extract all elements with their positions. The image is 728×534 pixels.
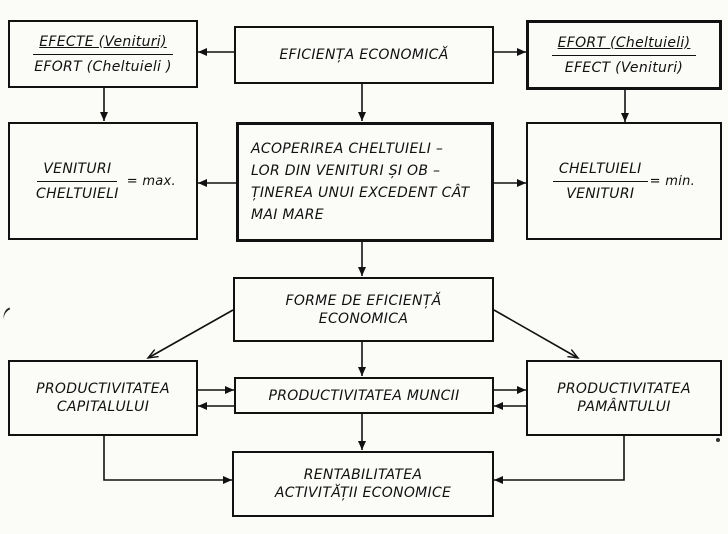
- efficiency-forms-line-2: ECONOMICA: [318, 310, 409, 327]
- arrow-forms-to-capital: [148, 309, 234, 358]
- cost-coverage-box: ACOPERIREA CHELTUIELI – LOR DIN VENITURI…: [236, 122, 494, 242]
- cost-revenue-fraction: CHELTUIELI VENITURI = min.: [552, 161, 696, 202]
- economic-efficiency-label: EFICIENȚA ECONOMICĂ: [279, 47, 449, 63]
- land-productivity-box: PRODUCTIVITATEA PAMÂNTULUI: [526, 360, 722, 436]
- effect-effort-fraction: EFECTE (Venituri) EFORT (Cheltuieli ): [28, 34, 178, 75]
- fraction-denominator: CHELTUIELI: [36, 185, 119, 202]
- min-suffix: = min.: [649, 173, 696, 189]
- economic-efficiency-box: EFICIENȚA ECONOMICĂ: [234, 26, 494, 84]
- arrow-capital-to-rentabilitate: [103, 436, 232, 484]
- capital-productivity-box: PRODUCTIVITATEA CAPITALULUI: [8, 360, 198, 436]
- cost-coverage-line-1: ACOPERIREA CHELTUIELI –: [251, 141, 444, 157]
- land-productivity-line-2: PAMÂNTULUI: [577, 399, 671, 415]
- profitability-line-1: RENTABILITATEA: [303, 467, 423, 483]
- max-suffix: = max.: [126, 173, 176, 189]
- top-left-ratio-box: EFECTE (Venituri) EFORT (Cheltuieli ): [8, 20, 198, 88]
- revenue-cost-fraction: VENITURI CHELTUIELI = max.: [30, 161, 176, 202]
- arrow-pamant-to-rentabilitate: [494, 436, 625, 484]
- max-ratio-box: VENITURI CHELTUIELI = max.: [8, 122, 198, 240]
- fraction-denominator: EFORT (Cheltuieli ): [34, 58, 172, 75]
- profitability-box: RENTABILITATEA ACTIVITĂȚII ECONOMICE: [232, 451, 494, 517]
- cost-coverage-line-3: ȚINEREA UNUI EXCEDENT CÂT: [251, 185, 470, 201]
- top-right-ratio-box: EFORT (Cheltuieli) EFECT (Venituri): [526, 20, 722, 90]
- cost-coverage-line-4: MAI MARE: [251, 207, 324, 223]
- labor-productivity-box: PRODUCTIVITATEA MUNCII: [234, 377, 494, 414]
- efficiency-forms-box: FORME DE EFICIENȚĂ ECONOMICA: [233, 277, 494, 342]
- arrow-forms-to-pamant: [493, 309, 578, 358]
- cost-coverage-line-2: LOR DIN VENITURI ȘI OB –: [251, 163, 441, 179]
- capital-productivity-line-2: CAPITALULUI: [56, 399, 150, 415]
- min-ratio-box: CHELTUIELI VENITURI = min.: [526, 122, 722, 240]
- fraction-numerator: EFECTE (Venituri): [33, 34, 173, 55]
- land-productivity-line-1: PRODUCTIVITATEA: [557, 381, 691, 397]
- fraction-numerator: EFORT (Cheltuieli): [551, 35, 697, 56]
- fraction-numerator: VENITURI: [37, 161, 118, 182]
- fraction-denominator: VENITURI: [566, 185, 635, 202]
- profitability-line-2: ACTIVITĂȚII ECONOMICE: [274, 485, 452, 501]
- fraction-numerator: CHELTUIELI: [552, 161, 648, 182]
- efficiency-forms-line-1: FORME DE EFICIENȚĂ: [285, 292, 442, 309]
- effort-effect-fraction: EFORT (Cheltuieli) EFECT (Venituri): [551, 35, 697, 76]
- capital-productivity-line-1: PRODUCTIVITATEA: [36, 381, 170, 397]
- fraction-denominator: EFECT (Venituri): [564, 59, 684, 76]
- labor-productivity-label: PRODUCTIVITATEA MUNCII: [268, 387, 460, 404]
- ink-dot: [716, 438, 720, 442]
